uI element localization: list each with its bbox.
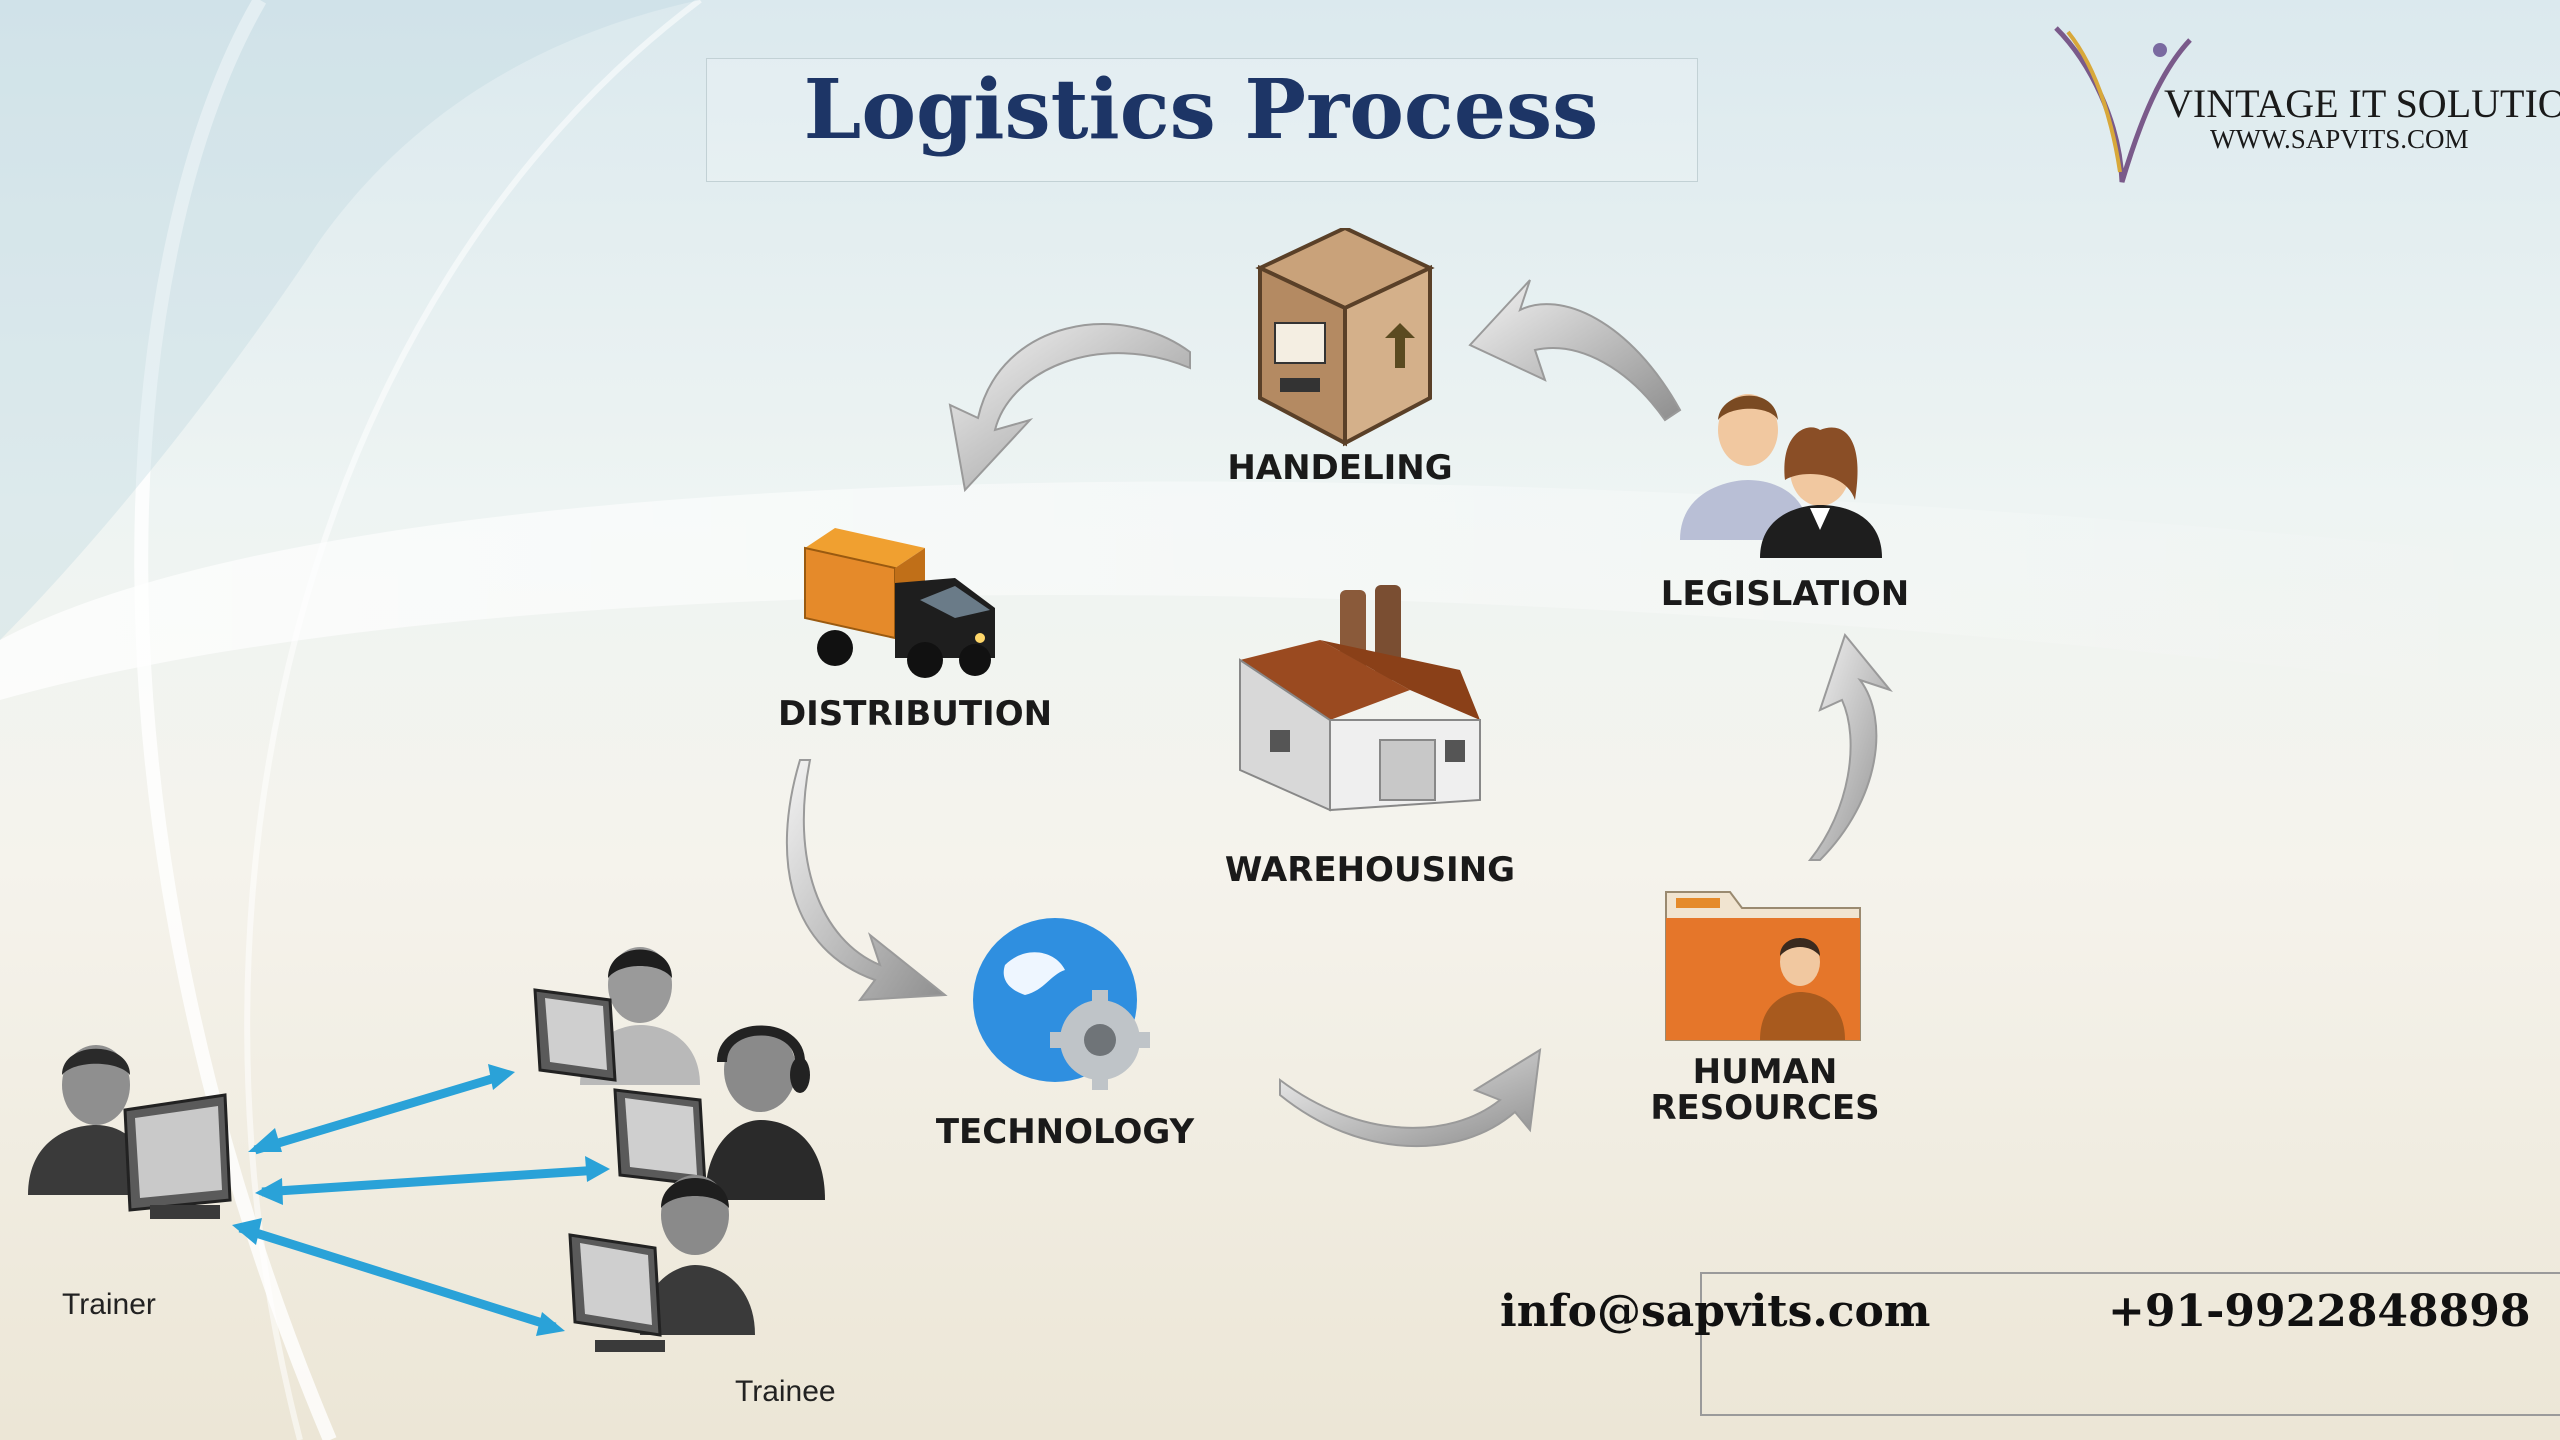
arrow-trainer-trainee-1 [253,1070,507,1155]
hr-line2: RESOURCES [1650,1088,1880,1128]
computer-user-icon [28,1045,232,1219]
box-icon [1255,228,1435,447]
trainee-label: Trainee [735,1375,836,1408]
node-label-distribution: DISTRIBUTION [777,694,1053,734]
arrow-trainer-trainee-2 [261,1165,601,1197]
contact-phone[interactable]: +91-9922848898 [2108,1286,2531,1337]
people-icon [1680,394,1882,558]
node-label-warehousing: WAREHOUSING [1224,850,1516,890]
arrow-legislation-handling [1468,279,1682,422]
arrow-technology-hr [1279,1048,1542,1148]
contact-frame [1700,1272,2560,1416]
title-frame [706,58,1698,182]
logo-name: VINTAGE IT SOLUTIONS [2164,81,2560,126]
node-label-legislation: LEGISLATION [1660,574,1910,614]
logo-url: WWW.SAPVITS.COM [2210,124,2469,154]
folder-person-icon [1665,891,1861,1041]
arrow-handling-distribution [948,323,1191,493]
hr-line1: HUMAN [1692,1052,1838,1092]
contact-email[interactable]: info@sapvits.com [1500,1286,1931,1337]
factory-icon [1239,585,1481,812]
trainer-label: Trainer [62,1288,156,1321]
globe-gear-icon [973,918,1150,1090]
company-logo-icon [2054,26,2192,183]
arrow-hr-legislation [1807,632,1893,861]
arrow-distribution-technology [785,759,948,1002]
node-label-human-resources: HUMAN RESOURCES [1600,1054,1930,1126]
truck-icon [804,528,995,678]
page-title: Logistics Process [803,62,1599,158]
arrow-trainer-trainee-3 [238,1223,557,1332]
node-label-handling: HANDELING [1227,448,1453,488]
node-label-technology: TECHNOLOGY [935,1112,1195,1152]
